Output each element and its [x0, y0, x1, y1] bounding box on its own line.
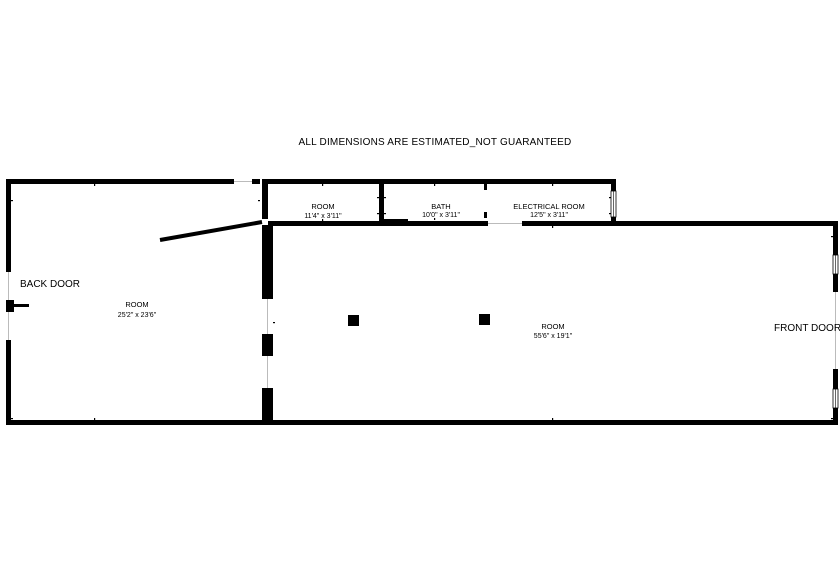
- electrical-room-dims: 12'5" x 3'11": [530, 212, 568, 219]
- small-room-dims: 11'4" x 3'11": [304, 213, 342, 220]
- main-room-dims: 55'6" x 19'1": [534, 333, 573, 340]
- back-room-dims: 25'2" x 23'6": [118, 312, 157, 319]
- front-window-lower: [832, 388, 839, 409]
- front-door-label: FRONT DOOR: [774, 323, 840, 334]
- bath-name: BATH: [431, 202, 450, 211]
- dividing-wall: [262, 179, 273, 425]
- column-left: [348, 315, 359, 326]
- bath-dims: 10'0" x 3'11": [422, 212, 460, 219]
- column-right: [479, 314, 490, 325]
- wall-ticks: [11, 184, 833, 420]
- back-room-walls: [6, 179, 268, 425]
- back-room-name: ROOM: [125, 300, 148, 309]
- front-window-upper: [832, 254, 839, 275]
- small-room-name: ROOM: [311, 202, 334, 211]
- back-door-opening: [6, 272, 29, 340]
- main-room-name: ROOM: [541, 322, 564, 331]
- electrical-room-name: ELECTRICAL ROOM: [513, 202, 584, 211]
- interior-door-leaf: [159, 220, 263, 242]
- main-room-walls: [268, 219, 838, 425]
- estimate-notice: ALL DIMENSIONS ARE ESTIMATED_NOT GUARANT…: [299, 137, 572, 148]
- main-room-openings: [488, 223, 836, 369]
- electrical-window: [610, 190, 617, 218]
- back-door-label: BACK DOOR: [20, 279, 80, 290]
